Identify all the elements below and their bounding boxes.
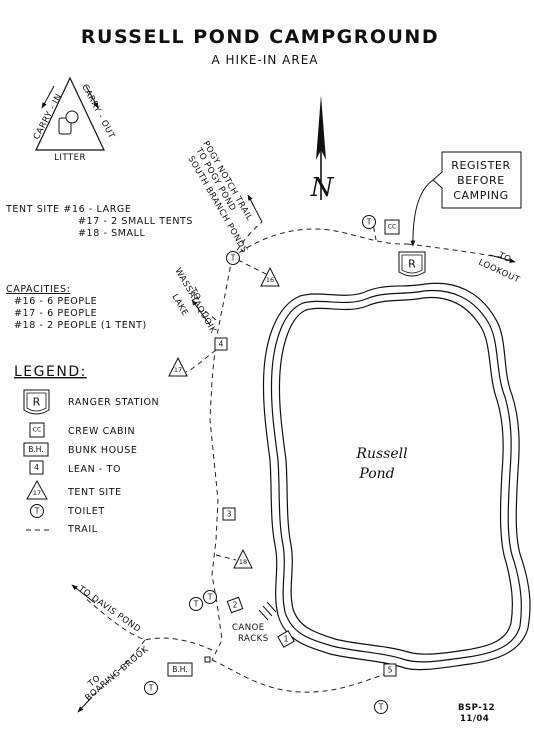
carry-out-label: CARRY - OUT	[79, 83, 116, 141]
north-arrow: N	[310, 95, 335, 203]
map-code: BSP-12	[458, 703, 495, 713]
register-line-1: REGISTER	[451, 159, 510, 172]
legend-ranger-icon: R	[23, 389, 50, 415]
svg-text:B.H.: B.H.	[28, 445, 43, 454]
svg-text:T: T	[230, 254, 236, 263]
svg-text:2: 2	[233, 601, 238, 610]
racks-label: RACKS	[238, 634, 269, 644]
pond-label-2: Pond	[358, 466, 394, 482]
capacities-info: CAPACITIES: #16 - 6 PEOPLE #17 - 6 PEOPL…	[6, 284, 147, 331]
tent-site-16: 16	[260, 266, 280, 287]
tent-site-16: TENT SITE #16 - LARGE	[5, 204, 131, 215]
svg-text:3: 3	[227, 510, 232, 519]
svg-text:TO: TO	[496, 250, 513, 265]
svg-text:4: 4	[34, 463, 39, 472]
lean-to-1: 1	[277, 630, 295, 648]
legend-toilet-icon: T	[30, 504, 44, 518]
pond-label-1: Russell	[355, 446, 407, 462]
svg-text:ROARING BROOK: ROARING BROOK	[84, 645, 151, 704]
map-subtitle: A HIKE-IN AREA	[211, 53, 318, 67]
svg-text:CC: CC	[33, 427, 41, 434]
canoe-racks: CANOE RACKS	[232, 601, 277, 644]
legend-tent-site-icon: 17	[26, 479, 48, 500]
map-title: RUSSELL POND CAMPGROUND	[81, 26, 439, 48]
pogy-notch-trail-label: POGY NOTCH TRAIL TO POGY POND SOUTH BRAN…	[185, 140, 254, 256]
lean-to-4: 4	[214, 337, 228, 351]
legend-trail-label: TRAIL	[67, 524, 98, 535]
toilet-southeast: T	[374, 700, 388, 714]
tent-site-18: 18	[233, 548, 253, 569]
crew-cabin: CC	[384, 219, 400, 235]
register-line-2: BEFORE	[457, 174, 505, 187]
trails	[84, 217, 506, 701]
tent-site-info: TENT SITE #16 - LARGE #17 - 2 SMALL TENT…	[5, 204, 193, 239]
legend-crew-cabin-label: CREW CABIN	[68, 426, 135, 437]
canoe-label: CANOE	[232, 623, 265, 633]
svg-text:T: T	[378, 703, 384, 712]
svg-text:18: 18	[239, 558, 247, 566]
svg-text:17: 17	[174, 366, 182, 374]
capacity-17: #17 - 6 PEOPLE	[14, 308, 97, 319]
svg-text:CC: CC	[388, 224, 396, 231]
svg-text:T: T	[34, 507, 40, 516]
map-date: 11/04	[460, 714, 489, 724]
legend-bunk-house-icon: B.H.	[23, 442, 49, 457]
svg-text:16: 16	[266, 276, 274, 284]
capacity-16: #16 - 6 PEOPLE	[14, 296, 97, 307]
litter-bag-icon	[58, 110, 79, 135]
davis-pond-label: TO DAVIS POND	[75, 584, 142, 635]
svg-text:T: T	[207, 593, 213, 602]
capacity-18: #18 - 2 PEOPLE (1 TENT)	[14, 320, 147, 331]
toilet-south: T	[144, 681, 158, 695]
svg-text:1: 1	[284, 635, 289, 644]
small-structure	[204, 656, 211, 663]
ranger-station: R	[398, 251, 426, 277]
tent-site-17: #17 - 2 SMALL TENTS	[78, 216, 193, 227]
svg-text:5: 5	[388, 666, 393, 675]
litter-label: LITTER	[54, 153, 86, 163]
svg-text:R: R	[33, 396, 41, 409]
legend-ranger-label: RANGER STATION	[68, 397, 159, 408]
toilet-north: T	[362, 215, 376, 229]
carry-in-carry-out-sign: CARRY - IN CARRY - OUT LITTER	[32, 76, 117, 163]
north-label: N	[310, 173, 335, 203]
lookout-label: TO LOOKOUT	[477, 250, 522, 285]
lean-to-2: 2	[226, 596, 244, 614]
legend: LEGEND: R RANGER STATION CC CREW CABIN B…	[14, 364, 159, 535]
legend-toilet-label: TOILET	[67, 506, 105, 517]
svg-text:T: T	[193, 600, 199, 609]
tent-site-18: #18 - SMALL	[78, 228, 146, 239]
register-line-3: CAMPING	[453, 189, 509, 202]
toilet-pogy: T	[226, 251, 240, 265]
bunk-house: B.H.	[167, 662, 193, 677]
svg-text:R: R	[408, 258, 416, 271]
register-sign: REGISTER BEFORE CAMPING	[410, 151, 522, 247]
legend-crew-cabin-icon: CC	[29, 422, 45, 438]
svg-text:4: 4	[219, 340, 224, 349]
legend-lean-to-label: LEAN - TO	[68, 464, 121, 475]
legend-lean-to-icon: 4	[29, 460, 44, 475]
svg-text:B.H.: B.H.	[172, 665, 187, 674]
svg-text:17: 17	[33, 489, 41, 497]
wassataquoik-label: TO WASSATAQUOIK LAKE	[169, 267, 218, 336]
tent-site-17: 17	[168, 356, 188, 377]
toilet-west-2: T	[203, 590, 217, 604]
capacities-heading: CAPACITIES:	[6, 284, 70, 295]
svg-text:T: T	[148, 684, 154, 693]
legend-tent-site-label: TENT SITE	[67, 487, 122, 498]
toilet-west-1: T	[189, 597, 203, 611]
legend-heading: LEGEND:	[14, 364, 87, 380]
roaring-brook-label: TO ROARING BROOK	[84, 645, 151, 704]
lean-to-3: 3	[222, 507, 236, 521]
russell-pond: Russell Pond	[262, 282, 531, 671]
svg-text:T: T	[366, 218, 372, 227]
lean-to-5: 5	[383, 663, 397, 677]
legend-bunk-house-label: BUNK HOUSE	[68, 445, 137, 456]
